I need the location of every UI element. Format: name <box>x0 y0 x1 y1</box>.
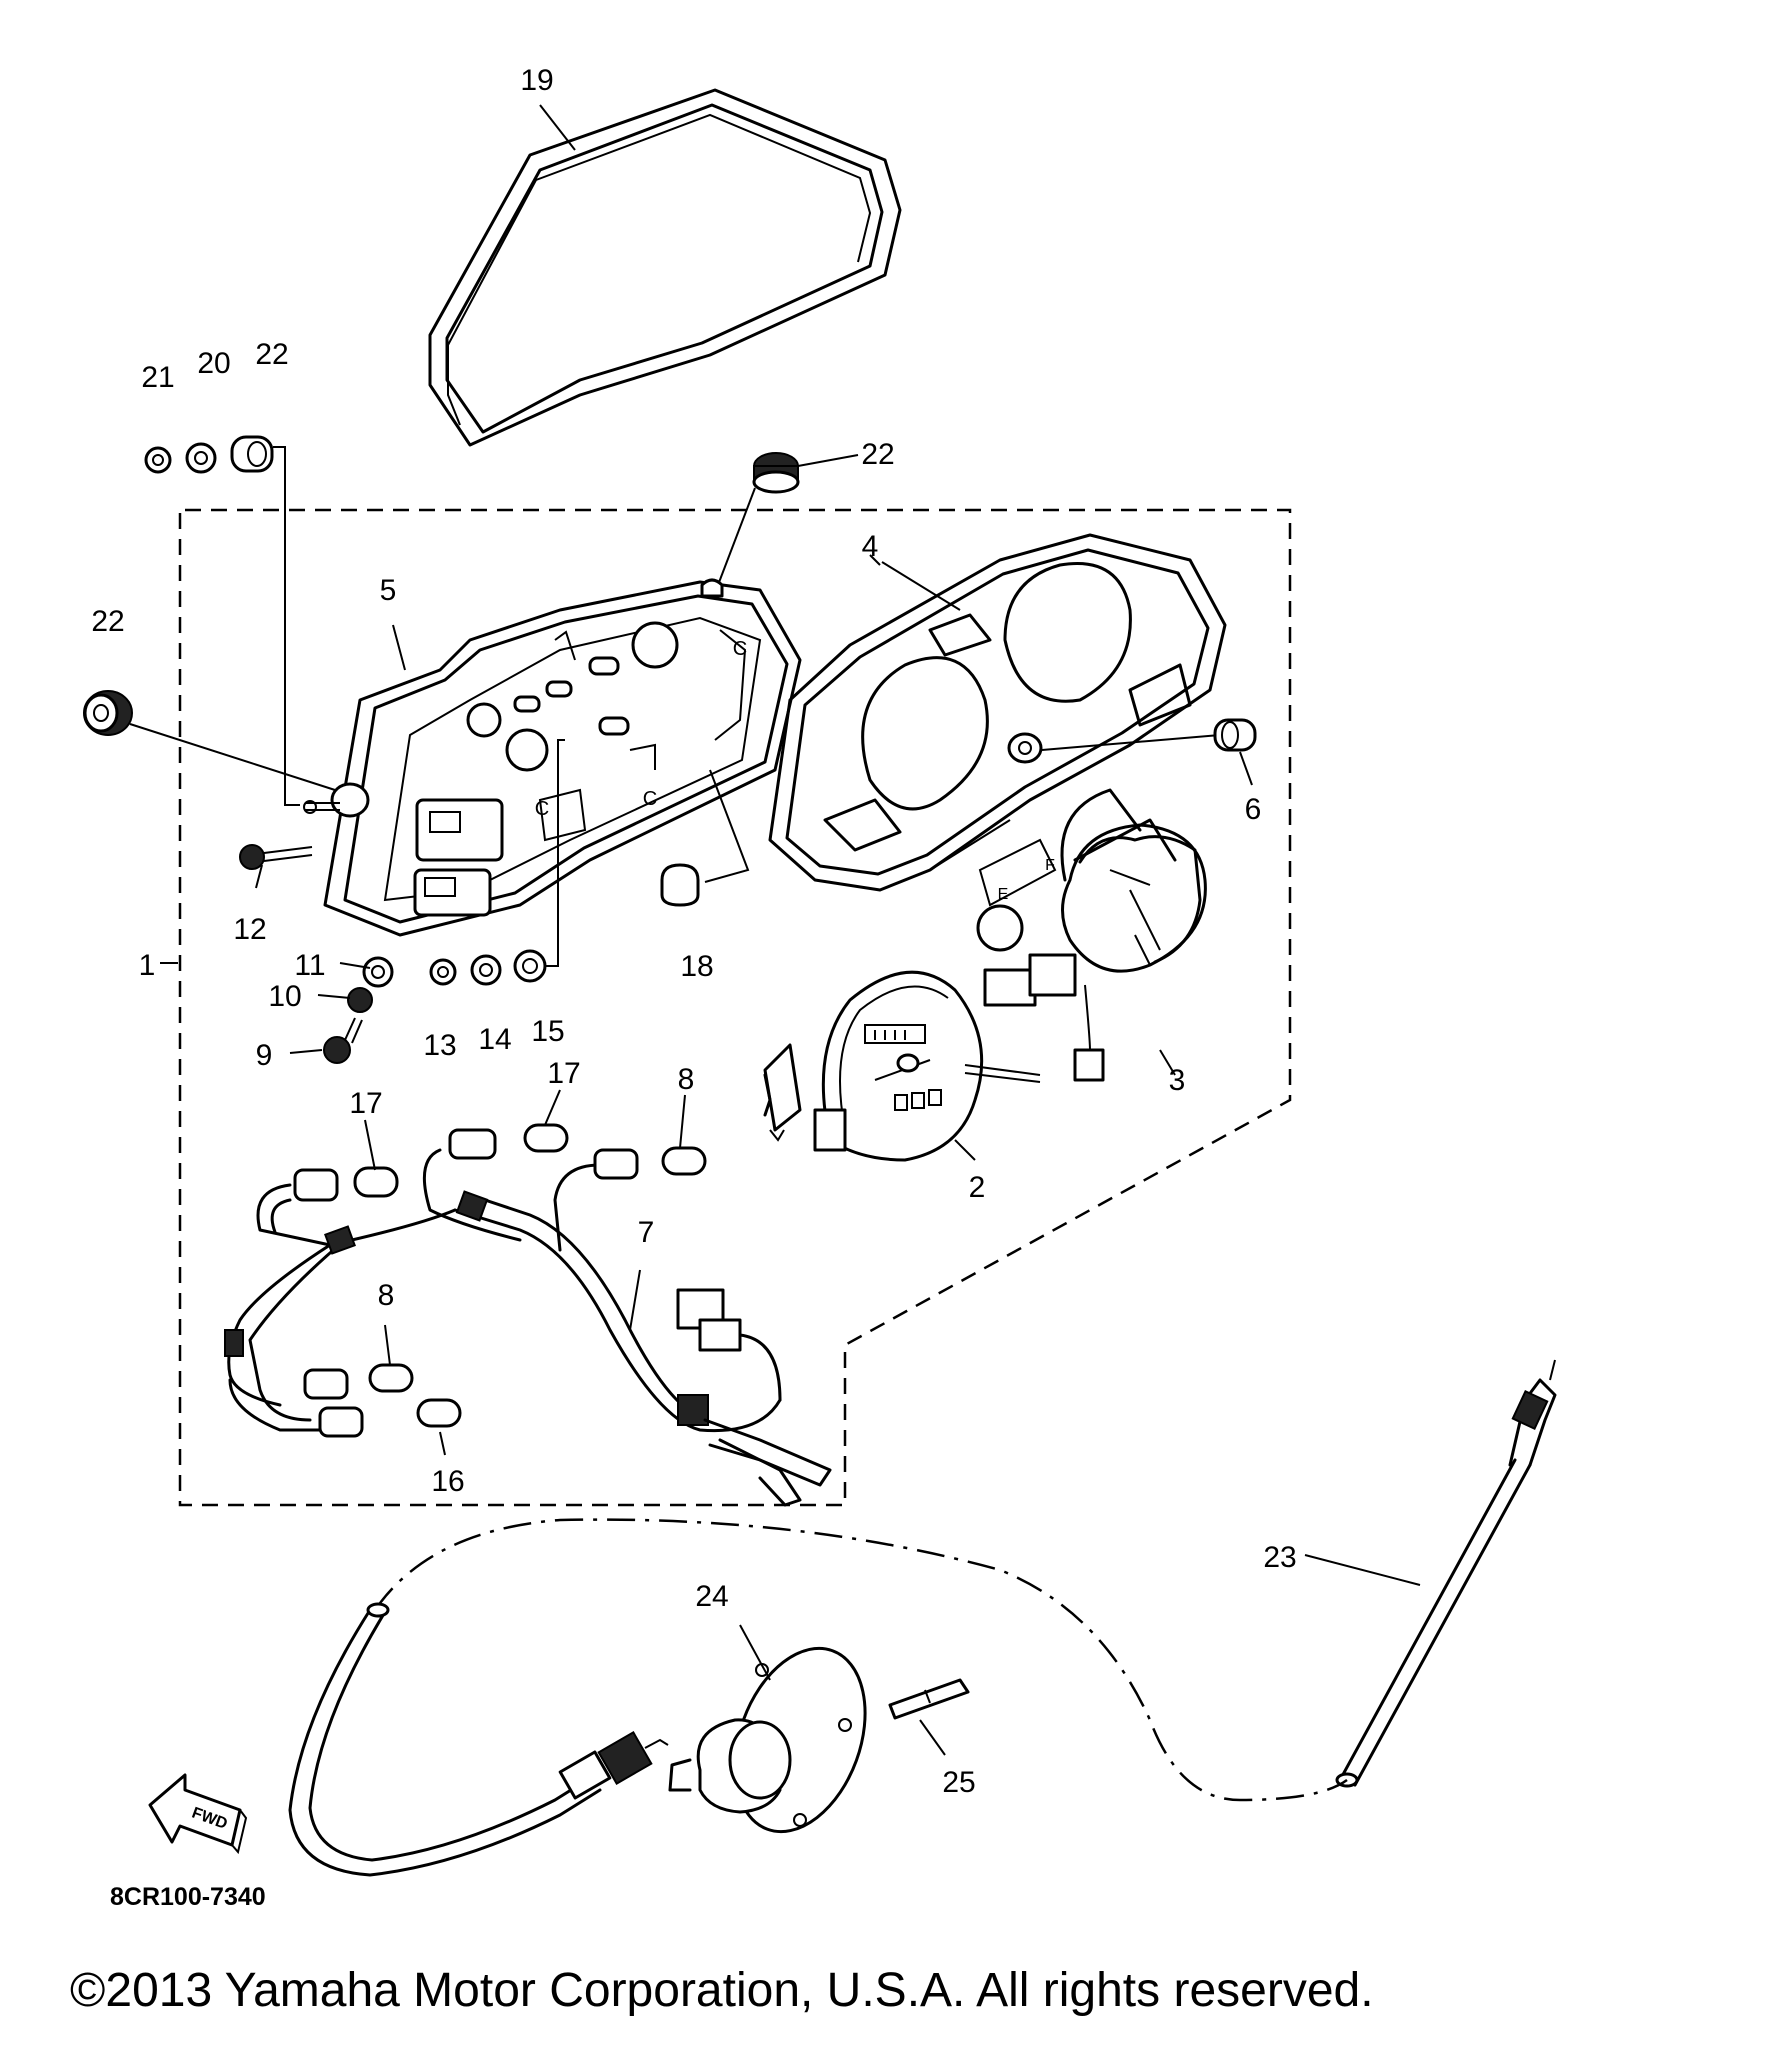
callout-22a: 22 <box>255 338 288 371</box>
callout-3: 3 <box>1169 1064 1186 1097</box>
callout-22c: 22 <box>91 605 124 638</box>
gauge-mark-e: E <box>998 886 1009 903</box>
callout-21: 21 <box>141 361 174 394</box>
callout-23: 23 <box>1263 1541 1296 1574</box>
leader-22c <box>129 723 336 791</box>
callout-15: 15 <box>531 1015 564 1048</box>
bulb-socket-8b <box>303 1363 414 1400</box>
leader-22b <box>717 487 756 586</box>
cable-route <box>373 1518 1348 1802</box>
bulb-socket-8a <box>593 1146 707 1180</box>
callout-8b: 8 <box>378 1279 395 1312</box>
callout-5: 5 <box>380 574 397 607</box>
callout-16: 16 <box>431 1465 464 1498</box>
grommet-22c <box>83 690 133 736</box>
bulb-socket-16 <box>318 1398 462 1438</box>
svg-text:C: C <box>643 788 657 810</box>
speedometer-cable-23 <box>1335 1359 1557 1788</box>
callout-1: 1 <box>139 949 156 982</box>
bulb-socket-17b <box>448 1123 569 1160</box>
screw-12 <box>239 844 313 870</box>
gauge-mark-f: F <box>1045 857 1055 874</box>
callout-6: 6 <box>1245 793 1262 826</box>
meter-panel-4 <box>768 533 1227 892</box>
callout-10: 10 <box>268 980 301 1013</box>
screw-9 <box>323 1017 363 1064</box>
callout-25: 25 <box>942 1766 975 1799</box>
callout-20: 20 <box>197 347 230 380</box>
callout-14: 14 <box>478 1023 511 1056</box>
callout-19: 19 <box>520 64 553 97</box>
washer-20 <box>185 442 217 474</box>
callout-2: 2 <box>969 1171 986 1204</box>
callout-8a: 8 <box>678 1063 695 1096</box>
callout-7: 7 <box>638 1216 655 1249</box>
part-code: 8CR100-7340 <box>110 1883 266 1911</box>
lens-gasket-19 <box>428 88 902 447</box>
callout-labels: 19 21 20 22 22 22 5 4 6 12 1 11 10 9 13 … <box>91 64 1296 1799</box>
washer-10 <box>347 987 373 1013</box>
grommet-18 <box>660 863 700 907</box>
assembly-1-boundary <box>178 508 1292 1507</box>
callout-17b: 17 <box>547 1057 580 1090</box>
callout-17a: 17 <box>349 1087 382 1120</box>
copyright-notice: ©2013 Yamaha Motor Corporation, U.S.A. A… <box>70 1964 1374 2017</box>
callout-9: 9 <box>256 1039 273 1072</box>
leader-lines <box>255 104 1421 1586</box>
drive-unit-24 <box>668 1646 867 1834</box>
svg-text:C: C <box>733 638 747 660</box>
callout-13: 13 <box>423 1029 456 1062</box>
cap-6 <box>1213 718 1257 752</box>
washer-11 <box>362 956 394 988</box>
nut-21 <box>144 446 172 474</box>
speedometer-cable-lower <box>288 1602 669 1877</box>
washer-14 <box>470 954 502 986</box>
leader-22a <box>273 446 300 806</box>
callout-24: 24 <box>695 1580 728 1613</box>
grommet-15 <box>513 949 547 983</box>
nut-13 <box>429 958 457 986</box>
fwd-arrow-icon: FWD <box>148 1773 248 1855</box>
callout-12: 12 <box>233 913 266 946</box>
callout-4: 4 <box>862 530 879 563</box>
callout-22b: 22 <box>861 438 894 471</box>
svg-text:C: C <box>535 798 549 820</box>
leader-4 <box>881 561 961 611</box>
grommet-22a <box>230 435 274 473</box>
bulb-socket-17a <box>293 1166 399 1202</box>
callout-18: 18 <box>680 950 713 983</box>
grommet-22b <box>752 452 800 494</box>
gauge-3: E F <box>976 788 1207 1082</box>
meter-case-5: C C C <box>303 580 802 937</box>
wire-harness-7 <box>224 1148 832 1507</box>
pin-25 <box>888 1678 970 1720</box>
speedometer-2 <box>763 970 1041 1162</box>
callout-11: 11 <box>294 949 325 982</box>
